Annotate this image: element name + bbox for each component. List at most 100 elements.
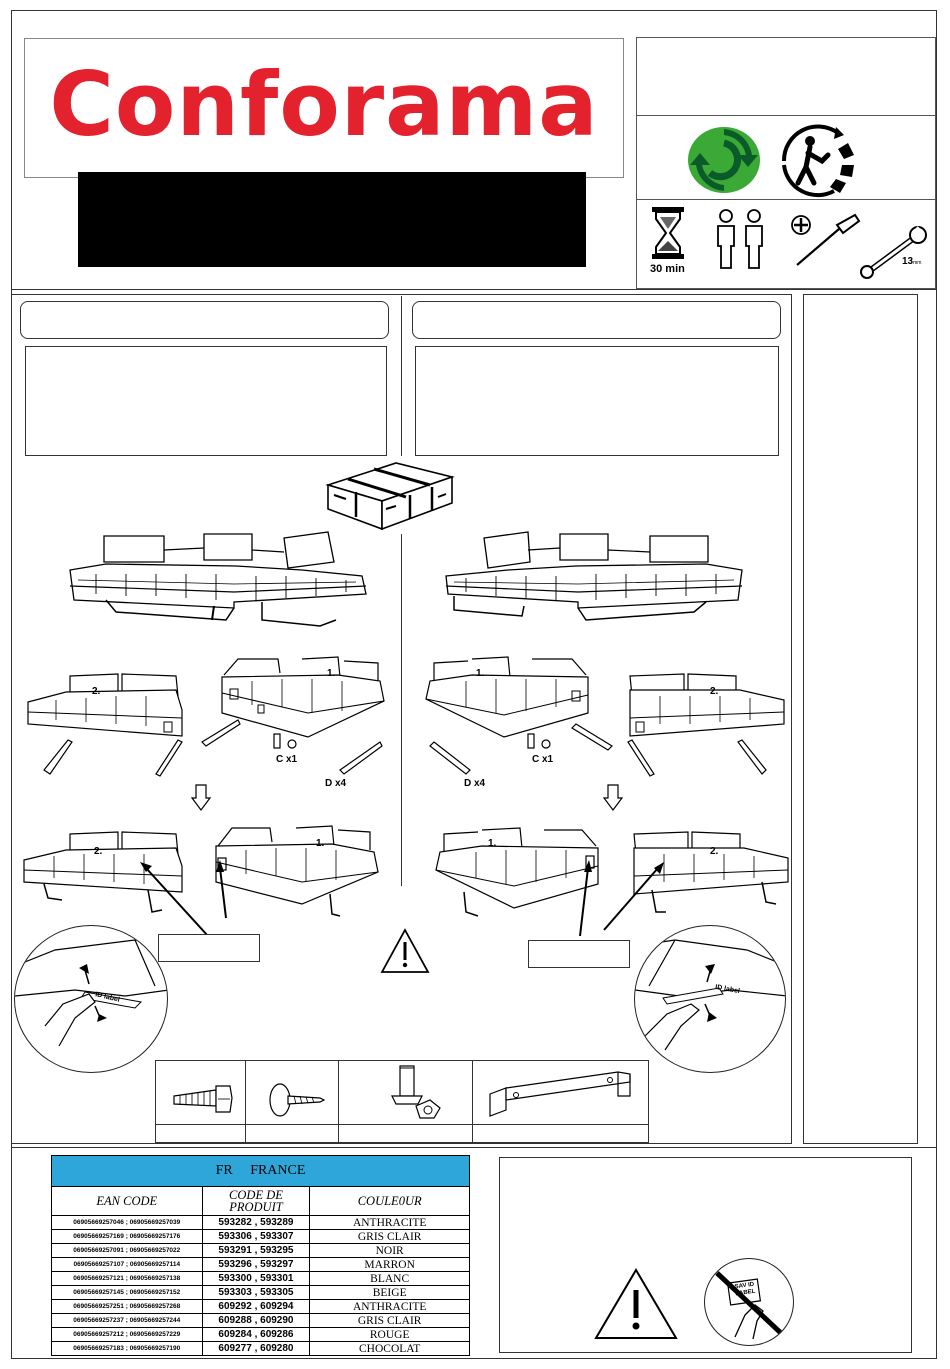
- sofa-label-2-right: 2.: [710, 686, 719, 697]
- right-text-box: [415, 346, 779, 456]
- left-legs: [43, 719, 383, 777]
- right-sofa-piece-1-legs: [435, 827, 599, 917]
- right-assembled-sofa: [445, 531, 743, 621]
- id-label-detail-drawing: [15, 939, 167, 1047]
- phillips-screwdriver-icon: [791, 213, 861, 266]
- foot-connector-icon: [391, 1065, 441, 1119]
- left-sofa-piece-2-legs: [23, 831, 183, 913]
- part-d-label-right: D x4: [464, 778, 486, 789]
- sofa-label-1: 1.: [327, 668, 336, 679]
- info-divider: [636, 199, 936, 200]
- no-remove-sav-label-icon: SAV ID LABEL: [704, 1258, 794, 1346]
- triman-recycling-icon: [781, 124, 854, 198]
- redacted-title-bar: [78, 172, 586, 267]
- color-cell: CHOCOLAT: [309, 1341, 470, 1356]
- part-d-label: D x4: [325, 778, 347, 789]
- ean-cell: 06905669257046 ; 06905669257039: [51, 1215, 203, 1230]
- right-sofa-piece-2-legs: [633, 831, 789, 913]
- wrench-size-unit: mm: [913, 260, 922, 266]
- left-label-box: [158, 934, 260, 962]
- parts-table: [155, 1060, 649, 1143]
- header-divider: [11, 289, 937, 290]
- column-header-code: CODE DE PRODUIT: [201, 1186, 311, 1216]
- sofa-label-1-right-step3: 1.: [488, 838, 497, 849]
- assembly-time-label: 30 min: [650, 263, 685, 275]
- sofa-label-1-step3: 1.: [316, 838, 325, 849]
- color-cell: GRIS CLAIR: [309, 1313, 470, 1328]
- code-cell: 609284 , 609286: [201, 1327, 311, 1342]
- right-id-label-detail: ID label: [634, 925, 786, 1073]
- ean-cell: 06905669257121 ; 06905669257138: [51, 1271, 203, 1286]
- package-box-icon: [325, 462, 455, 531]
- center-divider-top: [401, 296, 402, 456]
- country-name: FRANCE: [250, 1163, 306, 1178]
- code-cell: 593296 , 593297: [201, 1257, 311, 1272]
- bracket-icon: [489, 1071, 631, 1117]
- color-cell: ANTHRACITE: [309, 1215, 470, 1230]
- wrench-icon: [860, 226, 927, 279]
- id-label-detail-drawing: [635, 939, 785, 1051]
- code-cell: 609292 , 609294: [201, 1299, 311, 1314]
- color-cell: MARRON: [309, 1257, 470, 1272]
- left-sofa-piece-1: [221, 656, 385, 738]
- color-cell: GRIS CLAIR: [309, 1229, 470, 1244]
- parts-divider: [155, 1124, 649, 1125]
- left-sofa-piece-1-legs: [215, 825, 379, 917]
- code-cell: 593300 , 593301: [201, 1271, 311, 1286]
- country-header: FR FRANCE: [51, 1155, 470, 1187]
- bottom-divider: [11, 1147, 937, 1148]
- down-arrow-icon: [190, 784, 212, 811]
- column-header-ean: EAN CODE: [51, 1186, 203, 1216]
- part-c-label-right: C x1: [532, 754, 554, 765]
- right-legs: [429, 723, 767, 777]
- ean-cell: 06905669257251 ; 06905669257268: [51, 1299, 203, 1314]
- code-cell: 609277 , 609280: [201, 1341, 311, 1356]
- ean-cell: 06905669257212 ; 06905669257229: [51, 1327, 203, 1342]
- instruction-panel: [11, 294, 792, 1144]
- color-cell: NOIR: [309, 1243, 470, 1258]
- code-cell: 593282 , 593289: [201, 1215, 311, 1230]
- right-label-box: [528, 940, 630, 968]
- sav-warning-icon: [594, 1268, 678, 1339]
- left-text-box: [25, 346, 387, 456]
- ean-cell: 06905669257169 ; 06905669257176: [51, 1229, 203, 1244]
- parts-divider: [338, 1060, 339, 1143]
- info-divider: [636, 115, 936, 116]
- side-panel: [803, 294, 918, 1144]
- info-box: [636, 37, 936, 289]
- left-title-pill: [20, 301, 389, 339]
- left-sofa-piece-2: [27, 673, 183, 737]
- product-codes-table: FR FRANCE EAN CODE CODE DE PRODUIT COULE…: [51, 1155, 470, 1356]
- ean-cell: 06905669257145 ; 06905669257152: [51, 1285, 203, 1300]
- screw-icon: [269, 1083, 326, 1117]
- down-arrow-icon: [602, 784, 624, 811]
- column-header-color: COULE0UR: [309, 1186, 470, 1216]
- color-cell: BLANC: [309, 1271, 470, 1286]
- sav-box: [499, 1157, 912, 1353]
- sofa-label-2: 2.: [92, 686, 101, 697]
- right-title-pill: [412, 301, 781, 339]
- right-sofa-piece-1: [425, 656, 589, 738]
- ean-cell: 06905669257237 ; 06905669257244: [51, 1313, 203, 1328]
- left-assembled-sofa: [69, 531, 367, 627]
- ean-cell: 06905669257183 ; 06905669257190: [51, 1341, 203, 1356]
- right-sofa-piece-2: [629, 673, 785, 737]
- parts-divider: [472, 1060, 473, 1143]
- warning-icon: [380, 928, 430, 973]
- code-cell: 609288 , 609290: [201, 1313, 311, 1328]
- parts-divider: [245, 1060, 246, 1143]
- green-dot-icon: [688, 127, 760, 193]
- code-cell: 593306 , 593307: [201, 1229, 311, 1244]
- color-cell: BEIGE: [309, 1285, 470, 1300]
- sofa-label-1-right: 1.: [476, 668, 485, 679]
